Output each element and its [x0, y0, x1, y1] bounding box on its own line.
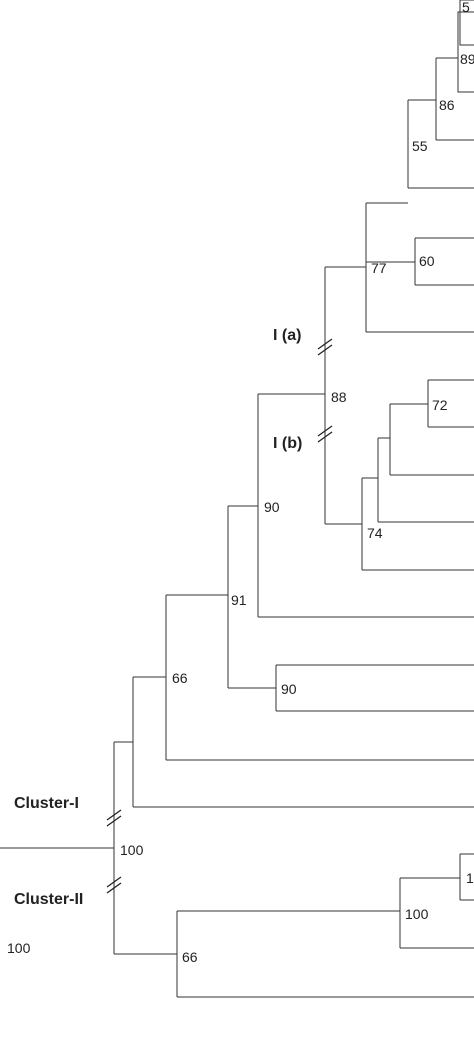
branch: [457, 11, 474, 93]
bootstrap-value: 88: [331, 389, 347, 405]
bootstrap-values: 5 89 86 55 60 77 88 72 90 74 91 66 90 10…: [7, 0, 474, 965]
cluster-i-label: Cluster-I: [14, 795, 79, 812]
tree-branches: [0, 0, 474, 998]
bootstrap-value: 66: [182, 949, 198, 965]
bootstrap-value: 5: [462, 0, 470, 15]
bootstrap-value: 90: [264, 499, 280, 515]
bootstrap-value: 100: [405, 906, 429, 922]
bootstrap-value: 100: [7, 940, 31, 956]
bootstrap-value: 1: [466, 870, 474, 886]
bootstrap-value: 66: [172, 670, 188, 686]
break-mark: [317, 431, 333, 443]
clade-label-ib: I (b): [273, 435, 302, 452]
break-mark: [106, 809, 122, 821]
branch: [459, 0, 474, 46]
bootstrap-value: 60: [419, 253, 435, 269]
bootstrap-value: 55: [412, 138, 428, 154]
break-mark: [106, 815, 122, 827]
clade-label-ia: I (a): [273, 327, 301, 344]
bootstrap-value: 91: [231, 592, 247, 608]
clade-labels: I (a) I (b) Cluster-I Cluster-II: [14, 327, 302, 908]
bootstrap-value: 72: [432, 397, 448, 413]
bootstrap-value: 90: [281, 681, 297, 697]
break-mark: [317, 338, 333, 350]
bootstrap-value: 86: [439, 97, 455, 113]
cluster-ii-label: Cluster-II: [14, 891, 83, 908]
break-mark: [106, 882, 122, 894]
branch-break-marks: [106, 338, 333, 894]
break-mark: [317, 344, 333, 356]
bootstrap-value: 74: [367, 525, 383, 541]
break-mark: [106, 876, 122, 888]
bootstrap-value: 89: [460, 51, 474, 67]
break-mark: [317, 425, 333, 437]
bootstrap-value: 100: [120, 842, 144, 858]
bootstrap-value: 77: [371, 260, 387, 276]
